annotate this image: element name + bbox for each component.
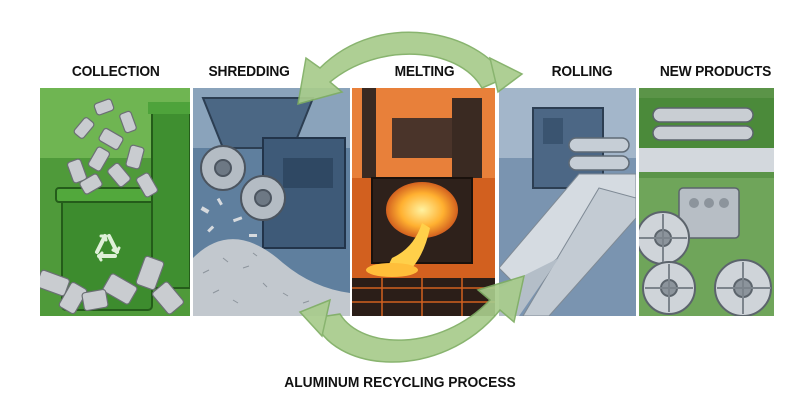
stage-label-collection: COLLECTION (71, 63, 160, 80)
collection-illustration (40, 88, 190, 316)
scrap-pile (193, 239, 350, 316)
process-title: ALUMINUM RECYCLING PROCESS (284, 374, 516, 391)
panel-rolling (499, 88, 636, 316)
panel-melting (352, 88, 495, 316)
bottom-cycle-arrow (313, 274, 526, 363)
rolling-illustration (499, 88, 636, 316)
stage-label-shredding: SHREDDING (208, 63, 290, 80)
shredder-gear (200, 145, 286, 221)
molten-metal (386, 223, 430, 270)
top-cycle-arrow (297, 31, 507, 106)
melting-illustration (352, 88, 495, 316)
panel-collection (40, 88, 190, 316)
shredding-illustration (193, 88, 350, 316)
recycle-icon (95, 234, 121, 262)
panel-new-products (639, 88, 774, 316)
stage-label-rolling: ROLLING (551, 63, 613, 80)
panel-shredding (193, 88, 350, 316)
stage-label-new-products: NEW PRODUCTS (659, 63, 772, 80)
new-products-illustration (639, 88, 774, 316)
stage-label-melting: MELTING (394, 63, 455, 80)
